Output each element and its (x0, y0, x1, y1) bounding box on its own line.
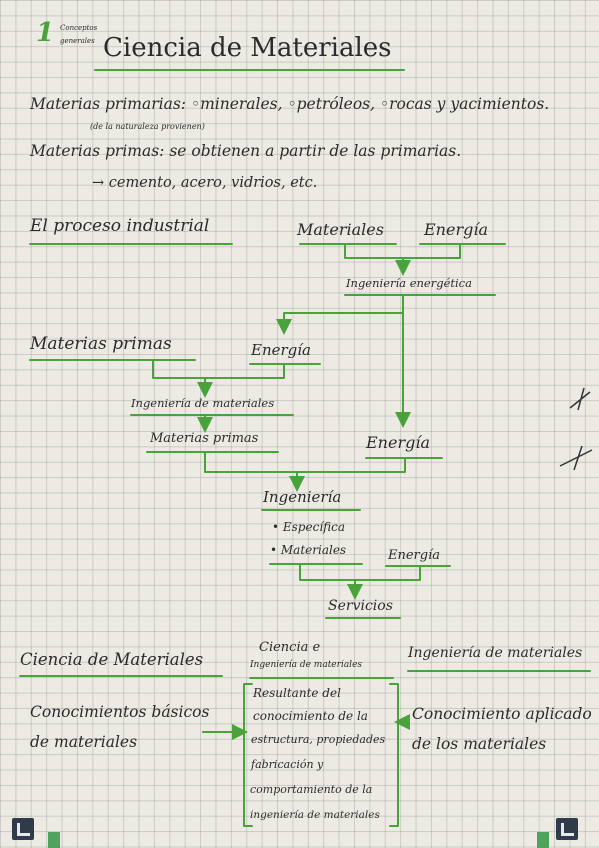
node-energia-top: Energía (424, 220, 488, 239)
col2-text-line6: ingeniería de materiales (250, 809, 380, 821)
header-note-line1: Conceptos (60, 24, 98, 32)
page-number: 1 (36, 18, 55, 48)
node-materias-primas-2: Materias primas (150, 431, 259, 446)
corner-tab-left (48, 832, 60, 848)
node-energia-bottom: Energía (388, 548, 440, 563)
header-note-line2: generales (60, 37, 95, 45)
def-primary-note: (de la naturaleza provienen) (90, 122, 205, 131)
node-energia-mid: Energía (251, 341, 311, 359)
node-ingenieria: Ingeniería (263, 488, 342, 506)
node-especifica: • Específica (272, 520, 346, 534)
col3-text-line2: de los materiales (412, 735, 547, 753)
process-heading: El proceso industrial (30, 216, 210, 236)
node-ing-materiales: Ingeniería de materiales (131, 396, 275, 410)
node-energia-right: Energía (366, 433, 430, 452)
node-materiales: Materiales (297, 220, 384, 239)
col1-title: Ciencia de Materiales (20, 650, 204, 669)
col1-text-line2: de materiales (30, 733, 138, 751)
col2-text-line1: Resultante del (253, 686, 341, 700)
def-primary: Materias primarias: ◦minerales, ◦petróle… (30, 95, 550, 113)
col3-text-line1: Conocimiento aplicado (412, 705, 592, 723)
col2-text-line5: comportamiento de la (250, 783, 373, 796)
col2-text-line2: conocimiento de la (253, 709, 368, 723)
node-servicios: Servicios (328, 598, 393, 614)
col3-title: Ingeniería de materiales (408, 645, 583, 661)
col2-text-line4: fabricación y (251, 758, 324, 771)
corner-tab-right (537, 832, 549, 848)
corner-mark-left (12, 818, 34, 840)
corner-mark-right (556, 818, 578, 840)
col2-title-line1: Ciencia e (259, 640, 321, 655)
node-materias-primas: Materias primas (30, 334, 172, 354)
col2-text-line3: estructura, propiedades (251, 733, 386, 746)
col2-title-line2: Ingeniería de materiales (250, 660, 363, 670)
page-title: Ciencia de Materiales (103, 33, 392, 63)
col1-text-line1: Conocimientos básicos (30, 703, 210, 721)
def-raw: Materias primas: se obtienen a partir de… (30, 142, 462, 160)
def-raw-examples: → cemento, acero, vidrios, etc. (92, 175, 318, 191)
node-ing-energetica: Ingeniería energética (346, 276, 472, 290)
node-materiales-item: • Materiales (270, 543, 347, 557)
